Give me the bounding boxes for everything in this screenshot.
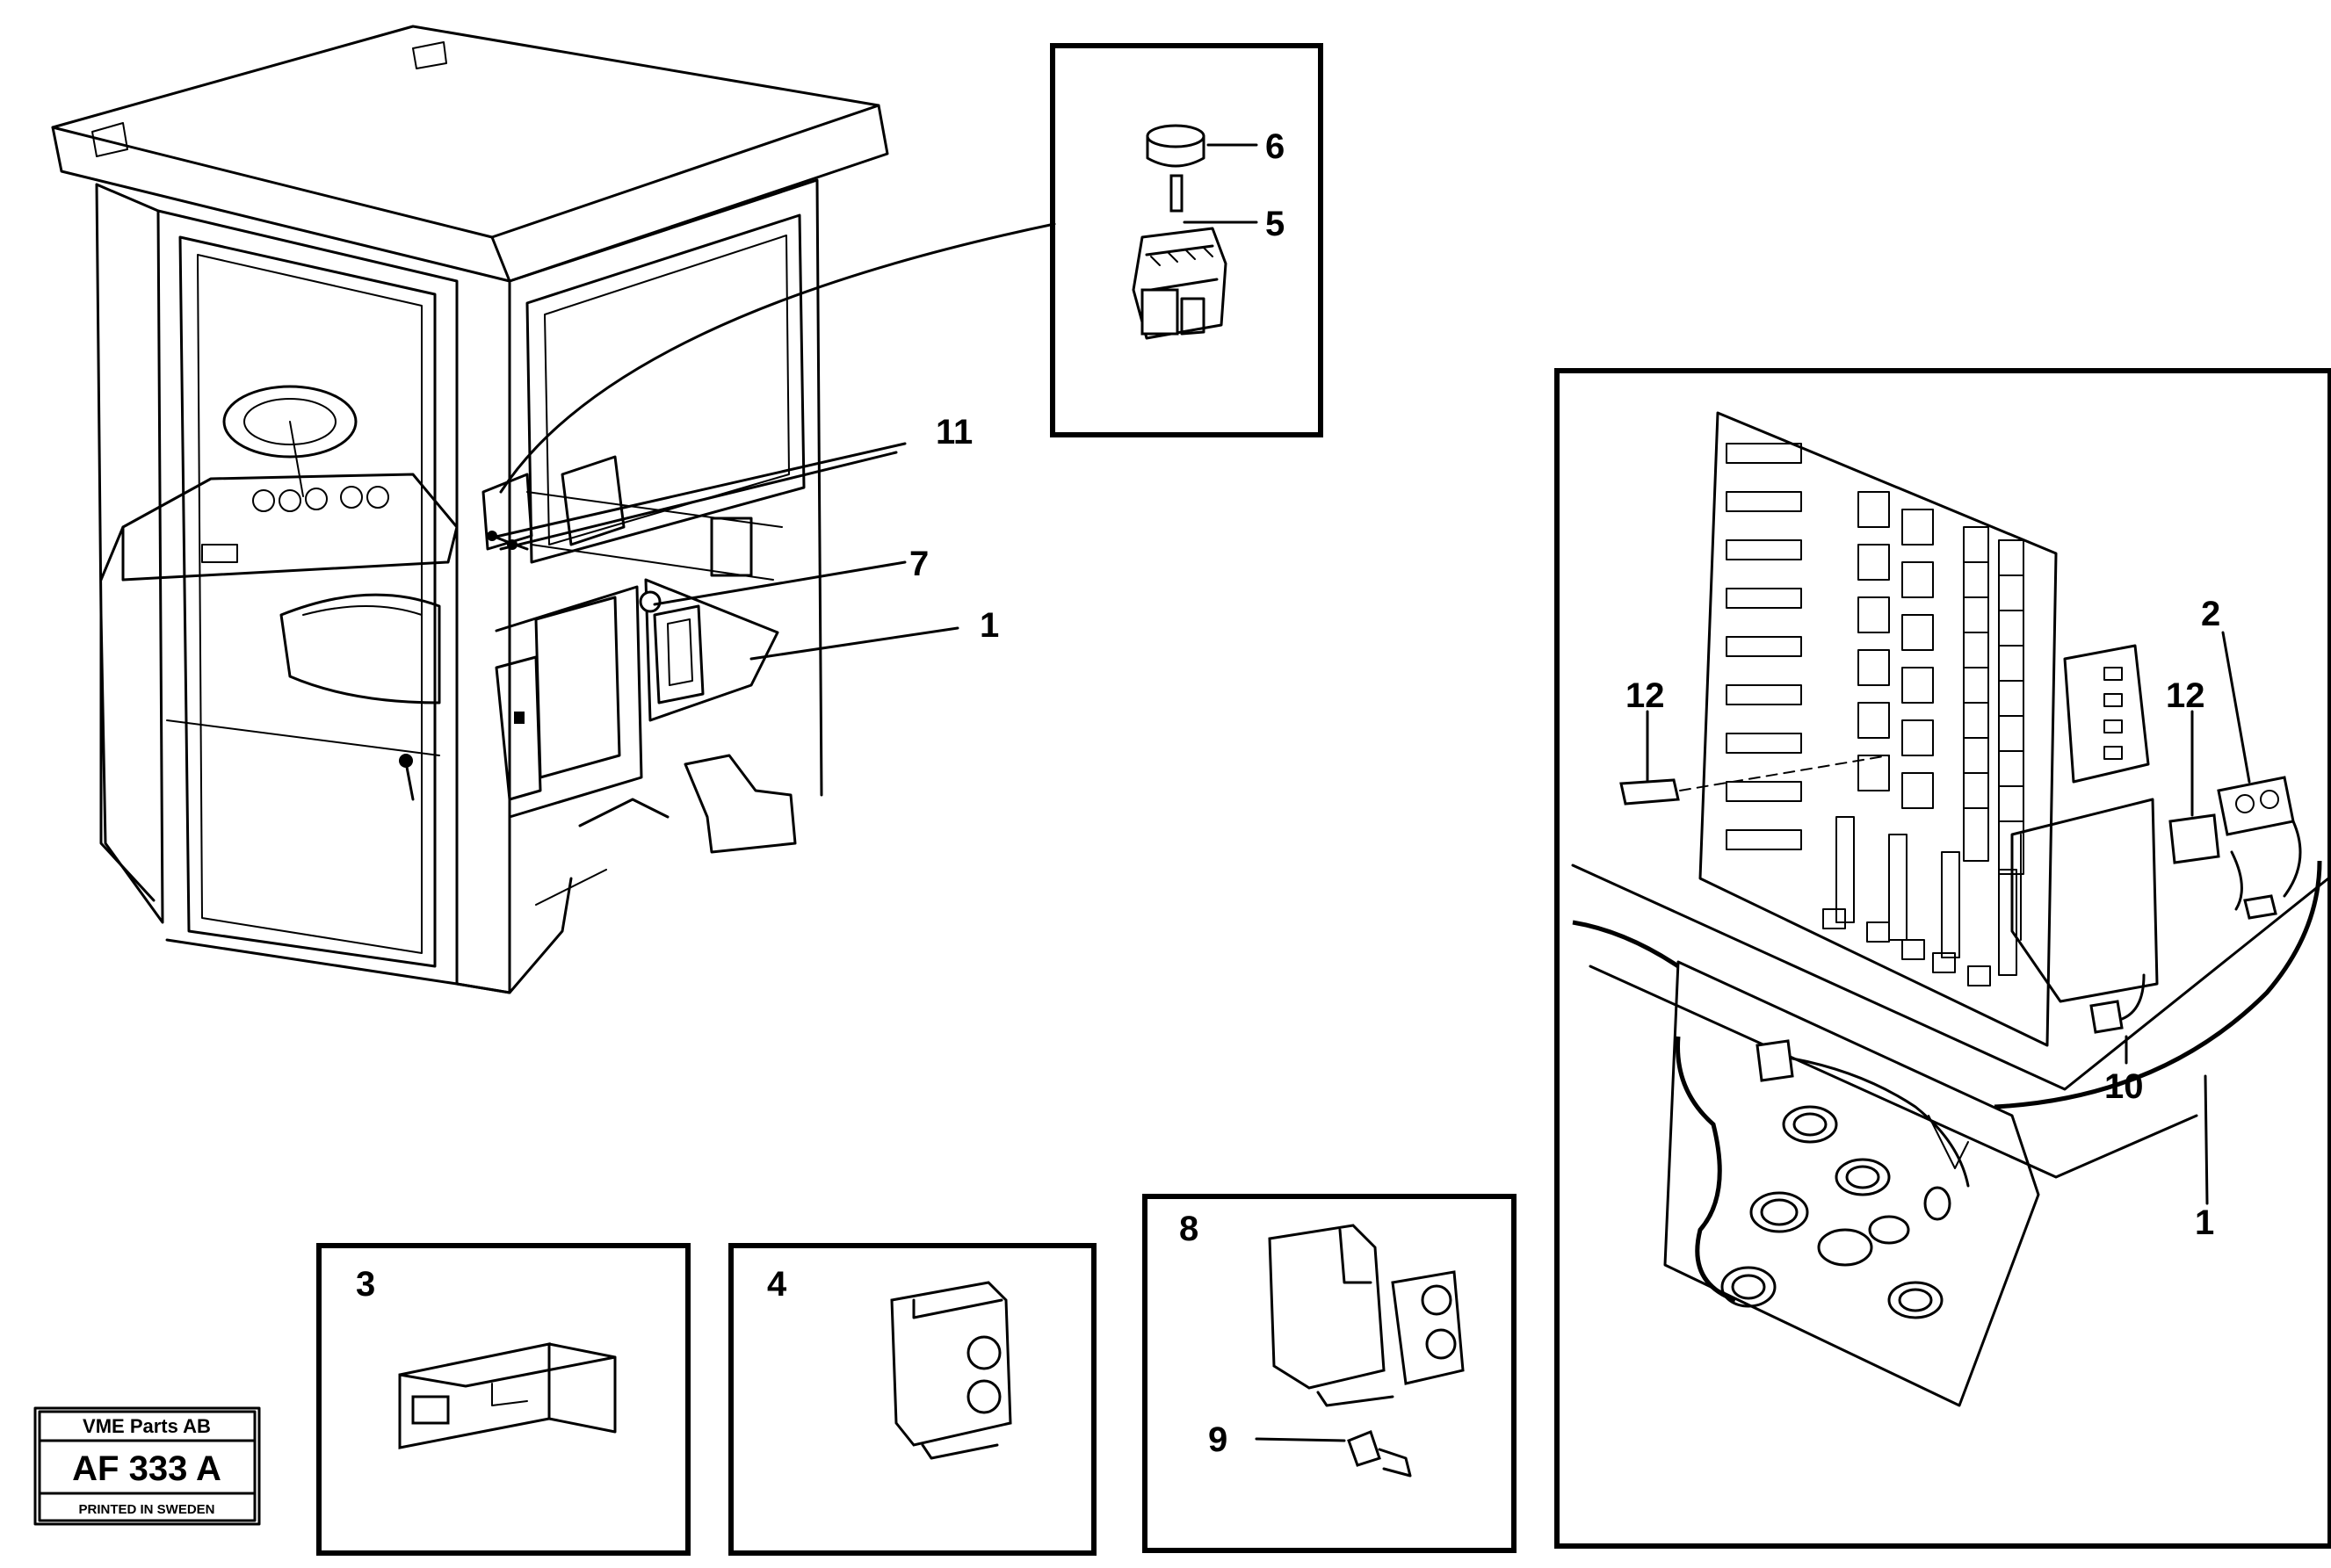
callout-12-left: 12 [1625, 676, 1665, 715]
cab-illustration [51, 25, 1056, 994]
callout-3: 3 [356, 1265, 375, 1304]
switch-inset [1050, 43, 1323, 437]
callout-1-inset: 1 [2195, 1203, 2214, 1242]
callout-6: 6 [1265, 127, 1285, 166]
callout-8: 8 [1179, 1210, 1198, 1248]
callout-10: 10 [2104, 1067, 2144, 1106]
connector-4-inset [728, 1243, 1097, 1556]
connector-3-inset [316, 1243, 691, 1556]
stamp-company: VME Parts AB [83, 1415, 211, 1437]
callout-9: 9 [1208, 1420, 1227, 1459]
connector-8-inset [1142, 1194, 1517, 1553]
title-stamp: VME Parts AB AF 333 A PRINTED IN SWEDEN [33, 1406, 261, 1526]
callout-1-main: 1 [980, 606, 999, 645]
callout-12-right: 12 [2166, 676, 2205, 715]
callout-5: 5 [1265, 205, 1285, 243]
stamp-footer: PRINTED IN SWEDEN [78, 1502, 214, 1517]
stamp-code: AF 333 A [72, 1449, 221, 1488]
electrical-inset [1554, 368, 2331, 1549]
callout-4: 4 [767, 1265, 787, 1304]
callout-2: 2 [2201, 595, 2220, 633]
callout-labels: 6 5 11 7 1 2 12 12 10 1 3 4 8 9 [356, 127, 2220, 1459]
callout-11: 11 [936, 413, 973, 452]
callout-7: 7 [909, 545, 929, 583]
